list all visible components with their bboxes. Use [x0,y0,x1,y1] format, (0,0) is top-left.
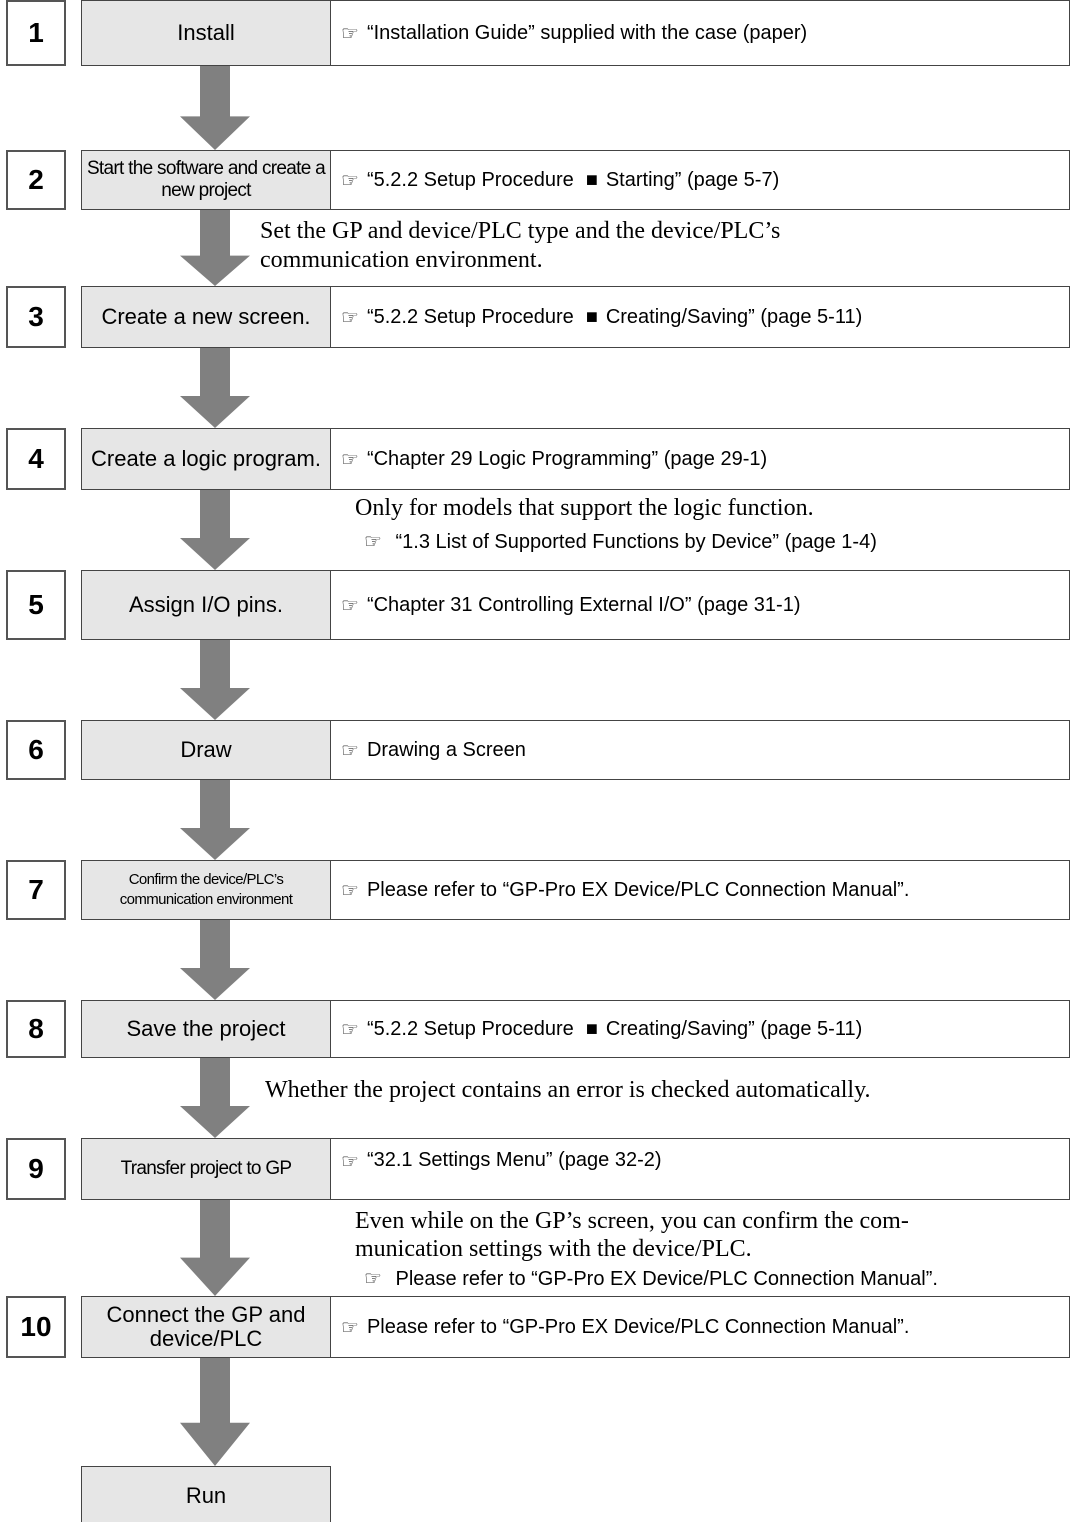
note-after-step-9-line-1: Even while on the GP’s screen, you can c… [355,1208,909,1234]
arrow-down-icon [180,66,250,150]
bullet-square-icon: ■ [585,305,598,328]
hand-pointing-icon: ☞ [364,1268,382,1290]
step-7-box: Confirm the device/PLC’s communication e… [81,860,331,920]
step-3-reference: ☞ “5.2.2 Setup Procedure ■ Creating/Savi… [330,286,1070,348]
step-7-reference-text: Please refer to “GP-Pro EX Device/PLC Co… [366,878,910,901]
arrow-down-icon [180,490,250,570]
arrow-down-icon [180,1358,250,1466]
arrow-down-icon [180,1058,250,1138]
bullet-square-icon: ■ [585,168,598,191]
arrow-down-icon [180,348,250,428]
step-9-box: Transfer project to GP [81,1138,331,1200]
step-8-reference: ☞ “5.2.2 Setup Procedure ■ Creating/Savi… [330,1000,1070,1058]
step-5-reference: ☞ “Chapter 31 Controlling External I/O” … [330,570,1070,640]
arrow-down-icon [180,780,250,860]
step-8-reference-section: Creating/Saving” (page 5-11) [605,1017,863,1040]
note-after-step-2-line-2: communication environment. [260,247,543,273]
step-8-box: Save the project [81,1000,331,1058]
step-6-reference: ☞ Drawing a Screen [330,720,1070,780]
step-10-box: Connect the GP and device/PLC [81,1296,331,1358]
run-box: Run [81,1466,331,1522]
note-after-step-4-reference: ☞ “1.3 List of Supported Functions by De… [364,529,877,554]
hand-pointing-icon: ☞ [341,448,359,471]
step-5-reference-text: “Chapter 31 Controlling External I/O” (p… [366,593,801,616]
step-9-reference-text: “32.1 Settings Menu” (page 32-2) [366,1149,662,1171]
hand-pointing-icon: ☞ [341,739,359,762]
note-after-step-8-line-1: Whether the project contains an error is… [265,1077,871,1103]
step-2-number: 2 [6,150,66,210]
step-9-reference: ☞ “32.1 Settings Menu” (page 32-2) [330,1138,1070,1200]
arrow-down-icon [180,210,250,286]
arrow-down-icon [180,640,250,720]
step-7-number: 7 [6,860,66,920]
step-6-box: Draw [81,720,331,780]
arrow-down-icon [180,920,250,1000]
hand-pointing-icon: ☞ [341,594,359,617]
hand-pointing-icon: ☞ [341,22,359,45]
hand-pointing-icon: ☞ [341,306,359,329]
hand-pointing-icon: ☞ [341,1316,359,1339]
step-3-reference-text: “5.2.2 Setup Procedure [366,305,574,328]
step-9-number: 9 [6,1138,66,1200]
step-4-reference: ☞ “Chapter 29 Logic Programming” (page 2… [330,428,1070,490]
step-3-box: Create a new screen. [81,286,331,348]
note-after-step-9-reference: ☞ Please refer to “GP-Pro EX Device/PLC … [364,1266,938,1291]
step-8-number: 8 [6,1000,66,1058]
note-after-step-2-line-1: Set the GP and device/PLC type and the d… [260,218,781,244]
step-1-box: Install [81,0,331,66]
hand-pointing-icon: ☞ [341,879,359,902]
step-10-reference-text: Please refer to “GP-Pro EX Device/PLC Co… [366,1315,910,1338]
bullet-square-icon: ■ [585,1017,598,1040]
step-2-reference-text: “5.2.2 Setup Procedure [366,168,574,191]
hand-pointing-icon: ☞ [341,1151,359,1173]
step-3-reference-section: Creating/Saving” (page 5-11) [605,305,863,328]
step-6-number: 6 [6,720,66,780]
step-4-box: Create a logic program. [81,428,331,490]
step-2-reference-section: Starting” (page 5-7) [605,168,780,191]
step-8-reference-text: “5.2.2 Setup Procedure [366,1017,574,1040]
step-4-number: 4 [6,428,66,490]
note-after-step-9-reference-text: Please refer to “GP-Pro EX Device/PLC Co… [395,1268,938,1290]
step-5-number: 5 [6,570,66,640]
step-1-number: 1 [6,0,66,66]
note-after-step-4-line-1: Only for models that support the logic f… [355,495,814,521]
hand-pointing-icon: ☞ [341,1018,359,1041]
step-6-reference-text: Drawing a Screen [366,738,526,761]
step-3-number: 3 [6,286,66,348]
note-after-step-4-reference-text: “1.3 List of Supported Functions by Devi… [395,531,877,553]
step-5-box: Assign I/O pins. [81,570,331,640]
step-1-reference-text: “Installation Guide” supplied with the c… [366,21,808,44]
arrow-down-icon [180,1200,250,1296]
step-2-reference: ☞ “5.2.2 Setup Procedure ■ Starting” (pa… [330,150,1070,210]
step-4-reference-text: “Chapter 29 Logic Programming” (page 29-… [366,447,768,470]
step-7-reference: ☞ Please refer to “GP-Pro EX Device/PLC … [330,860,1070,920]
hand-pointing-icon: ☞ [364,531,382,553]
note-after-step-9-line-2: munication settings with the device/PLC. [355,1236,752,1262]
step-10-number: 10 [6,1296,66,1358]
step-10-reference: ☞ Please refer to “GP-Pro EX Device/PLC … [330,1296,1070,1358]
step-2-box: Start the software and create a new proj… [81,150,331,210]
hand-pointing-icon: ☞ [341,169,359,192]
step-1-reference: ☞ “Installation Guide” supplied with the… [330,0,1070,66]
